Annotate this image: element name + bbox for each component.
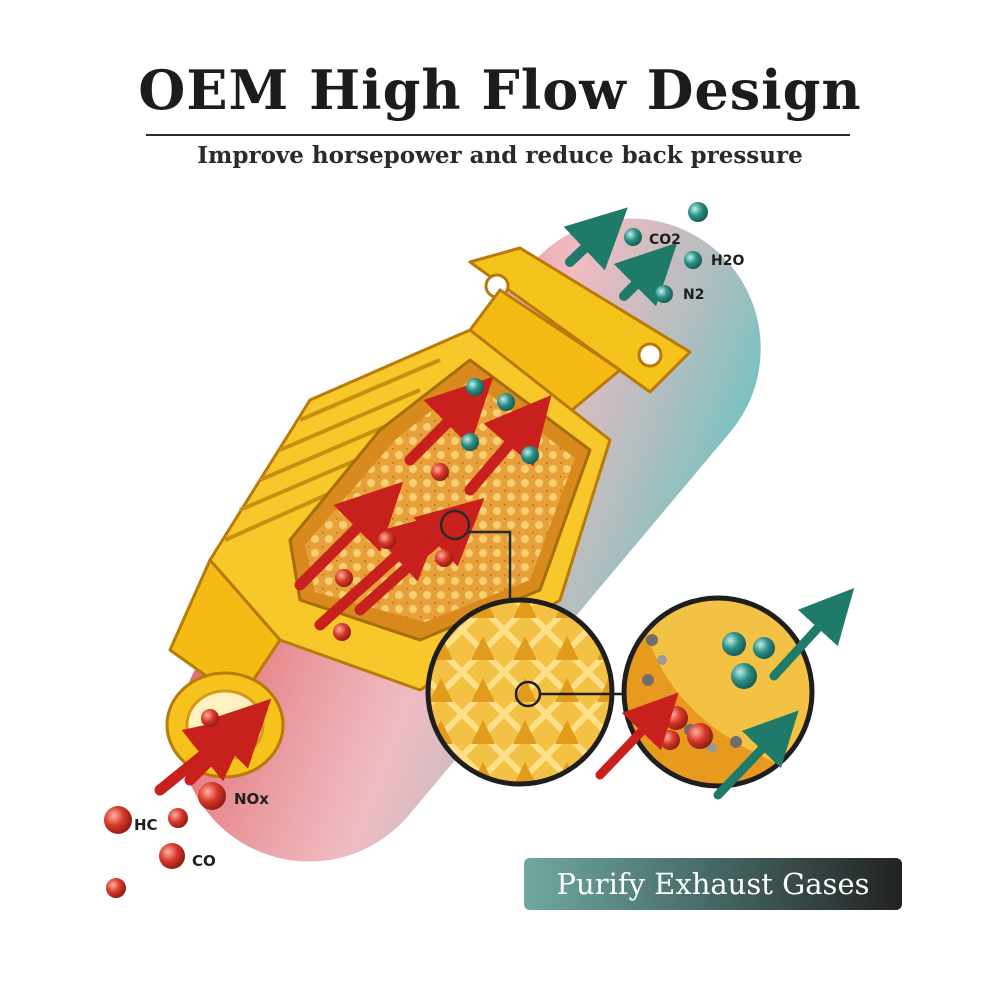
substrate-magnifier [425, 597, 622, 787]
flow-arrow [354, 497, 485, 616]
purify-badge: Purify Exhaust Gases [524, 858, 902, 910]
flow-arrow [314, 512, 445, 631]
outlet-molecules [624, 202, 708, 303]
inlet-molecules [104, 709, 226, 898]
flow-arrow [464, 394, 552, 496]
zoom-leader [439, 509, 512, 600]
inlet-arrow [184, 698, 272, 786]
reaction-arrows [595, 588, 855, 800]
label-nox: NOx [234, 790, 269, 808]
label-co: CO [192, 852, 216, 870]
internal-flow-arrows [154, 376, 552, 796]
page-title: OEM High Flow Design [138, 58, 862, 122]
outlet-arrows [563, 207, 678, 307]
label-n2: N2 [683, 287, 704, 303]
reaction-magnifier [621, 595, 815, 789]
title-divider [146, 134, 850, 136]
label-hc: HC [134, 816, 158, 834]
page-subtitle: Improve horsepower and reduce back press… [197, 142, 803, 169]
label-h2o: H2O [711, 253, 744, 269]
flow-arrow [404, 376, 494, 466]
flow-arrow [294, 481, 404, 591]
internal-molecules [333, 378, 539, 641]
label-co2: CO2 [649, 232, 681, 248]
